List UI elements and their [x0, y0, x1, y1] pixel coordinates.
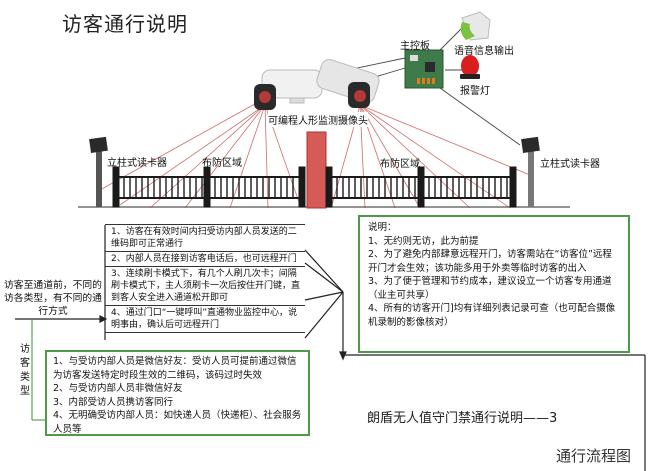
footer-title: 朗盾无人值守门禁通行说明——3: [367, 411, 558, 426]
card-reader-left-icon: [89, 136, 108, 207]
method-item: 1、访客在有效时间内扫受访内部人员发送的二维码即可正常通行: [105, 225, 305, 252]
visitor-type-item: 2、与受访内部人员非微信好友: [53, 383, 183, 394]
fence-pickets: [123, 177, 508, 198]
reader-right-label: 立柱式读卡器: [540, 159, 600, 170]
note-item: 2、为了避免内部肆意远程开门，访客需站在“访客位”远程开门才会生效；该功能多用于…: [368, 249, 612, 274]
note-item: 1、无约则无访，此为前提: [368, 235, 479, 247]
flowchart-caption: 通行流程图: [556, 447, 632, 465]
method-item: 3、连续刷卡模式下，有几个人刷几次卡；间隔刷卡模式下，主人须刷卡一次后按住开门键…: [105, 267, 305, 306]
camera-left-icon: [254, 69, 323, 110]
visitor-type-item: 3、内部受访人员携访客同行: [53, 396, 174, 408]
speaker-icon: [460, 11, 491, 41]
method-item: 4、通过门口“一键呼叫”直通物业监控中心，说明事由，确认后可远程开门: [105, 306, 305, 333]
notes-box: 说明： 1、无约则无访，此为前提 2、为了避免内部肆意远程开门，访客需站在“访客…: [358, 215, 630, 353]
zone-right-label: 布防区域: [380, 159, 420, 170]
main-board-label: 主控板: [400, 41, 430, 52]
flow-lines: [15, 225, 646, 471]
voice-output-label: 语音信息输出: [454, 46, 514, 57]
zone-left-label: 布防区域: [202, 158, 242, 169]
visitor-type-item: 1、与受访内部人员是微信好友：受访人员可提前通过微信为访客发送特定时段生效的二维…: [53, 356, 297, 381]
main-board-icon: [404, 49, 444, 89]
note-item: 4、所有的访客开门]均有详细列表记录可查（也可配合摄像机录制的影像核对）: [368, 303, 616, 328]
note-item: 3、为了便于管理和节约成本，建议设立一个访客专用通道（业主可共享）: [368, 276, 612, 301]
visitor-types-box: 1、与受访内部人员是微信好友：受访人员可提前通过微信为访客发送特定时段生效的二维…: [45, 350, 310, 436]
visitor-type-item: 4、无明确受访内部人员：如快递人员（快递柜）、社会服务人员等: [53, 410, 302, 435]
alarm-light-label: 报警灯: [460, 86, 490, 97]
reader-left-label: 立柱式读卡器: [107, 158, 167, 169]
access-methods-box: 1、访客在有效时间内扫受访内部人员发送的二维码即可正常通行 2、内部人员在接到访…: [105, 224, 305, 333]
context-label: 访客至通道前，不同的访各类型，有不同的通行方式: [4, 280, 102, 317]
alarm-light-icon: [460, 55, 480, 79]
gate-icon: [306, 131, 327, 209]
notes-heading: 说明：: [368, 222, 397, 233]
page-title: 访客通行说明: [62, 12, 188, 36]
camera-label: 可编程人形监测摄像头: [268, 112, 368, 127]
method-item: 2、内部人员在接到访客电话后，也可远程开门: [105, 252, 305, 267]
visitor-type-label: 访客类型: [20, 344, 30, 397]
card-reader-right-icon: [521, 136, 540, 207]
camera-right-icon: [316, 59, 380, 108]
